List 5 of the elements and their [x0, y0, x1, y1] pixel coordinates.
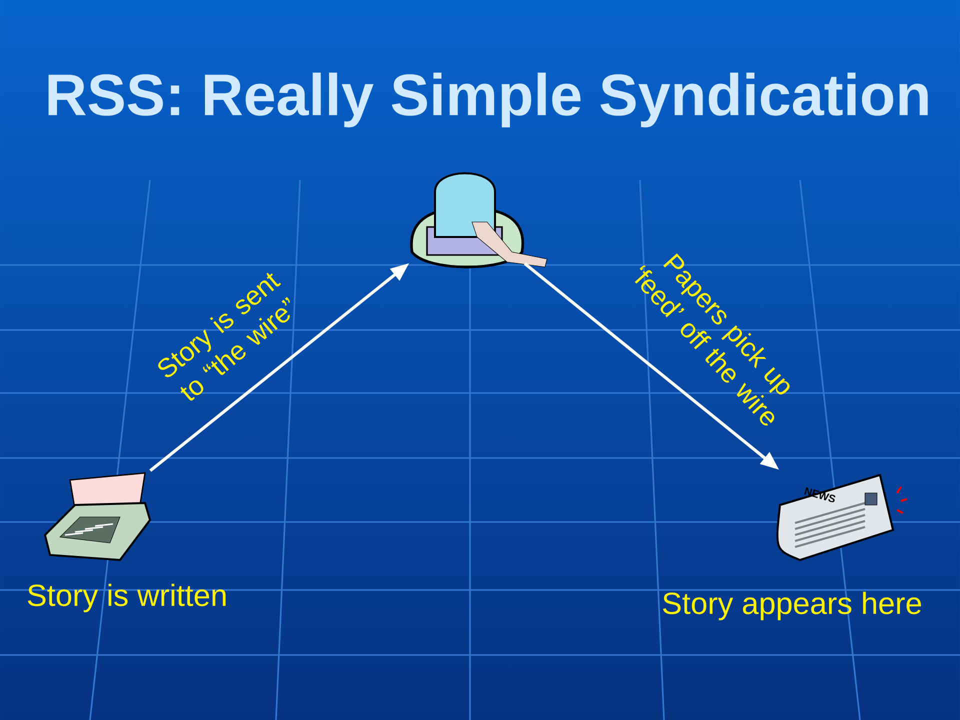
node-label: Story appears here	[663, 592, 921, 620]
ticker-drawing	[410, 172, 548, 268]
newspaper-drawing	[776, 474, 908, 561]
title: RSS: Really Simple Syndication	[48, 72, 928, 128]
node-label: Story is written	[28, 584, 226, 612]
